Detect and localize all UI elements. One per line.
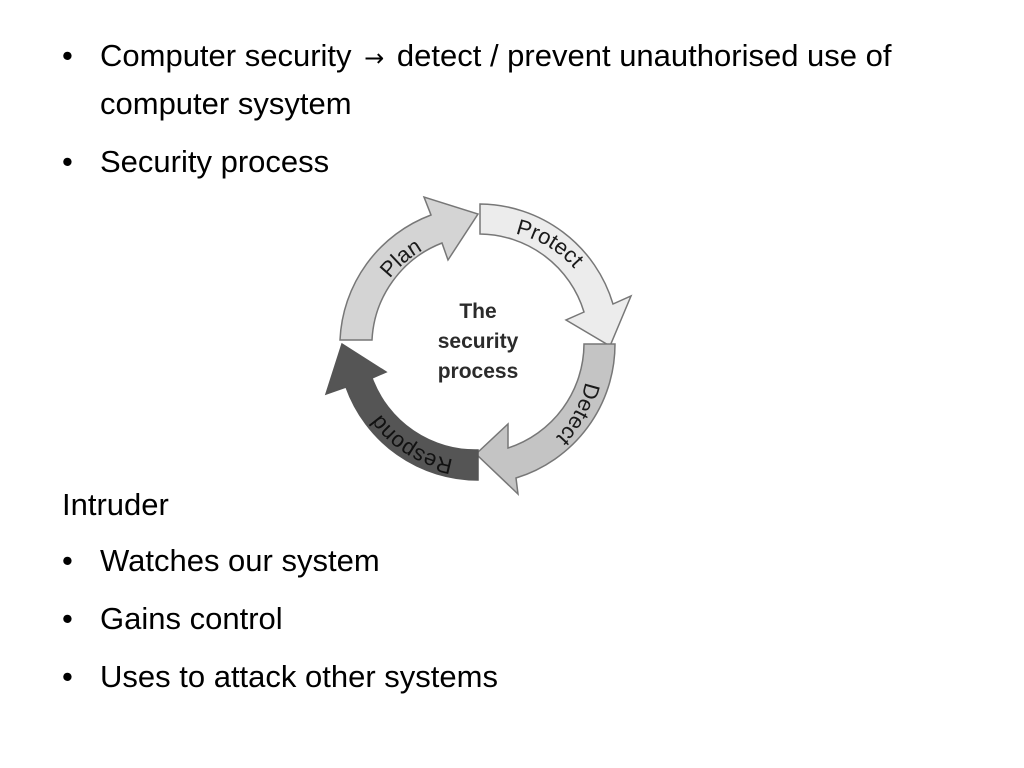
center-label-line-3: process bbox=[438, 360, 519, 383]
bullet-prefix-text: Computer security bbox=[100, 38, 352, 73]
bullet-text: Uses to attack other systems bbox=[100, 659, 498, 694]
bullet-text: Watches our system bbox=[100, 543, 380, 578]
bullet-security-process: • Security process bbox=[62, 139, 962, 185]
bullet-text: Security process bbox=[100, 144, 330, 179]
protect-arrow-shape bbox=[479, 203, 633, 348]
top-bullet-list: • Computer security → detect / prevent u… bbox=[62, 33, 962, 197]
bottom-bullet-list: • Watches our system • Gains control • U… bbox=[62, 538, 962, 712]
plan-arrow-shape bbox=[339, 195, 480, 341]
bullet-marker: • bbox=[62, 543, 73, 578]
right-arrow-icon: → bbox=[364, 44, 385, 72]
center-label-line-1: The bbox=[459, 300, 496, 323]
bullet-marker: • bbox=[62, 38, 73, 73]
detect-arrow-shape bbox=[474, 343, 616, 496]
bullet-watches-system: • Watches our system bbox=[62, 538, 962, 584]
bullet-suffix-text: detect / prevent unauthorised use of com… bbox=[100, 38, 892, 121]
respond-arrow-shape bbox=[324, 342, 479, 481]
bullet-text: Gains control bbox=[100, 601, 283, 636]
center-label-line-2: security bbox=[438, 330, 519, 353]
bullet-marker: • bbox=[62, 601, 73, 636]
intruder-heading: Intruder bbox=[62, 487, 169, 522]
bullet-attack-systems: • Uses to attack other systems bbox=[62, 654, 962, 700]
bullet-marker: • bbox=[62, 659, 73, 694]
bullet-computer-security: • Computer security → detect / prevent u… bbox=[62, 33, 962, 127]
security-process-cycle-diagram: Plan Protect Detect Respond The security… bbox=[324, 195, 633, 496]
bullet-gains-control: • Gains control bbox=[62, 596, 962, 642]
bullet-marker: • bbox=[62, 144, 73, 179]
